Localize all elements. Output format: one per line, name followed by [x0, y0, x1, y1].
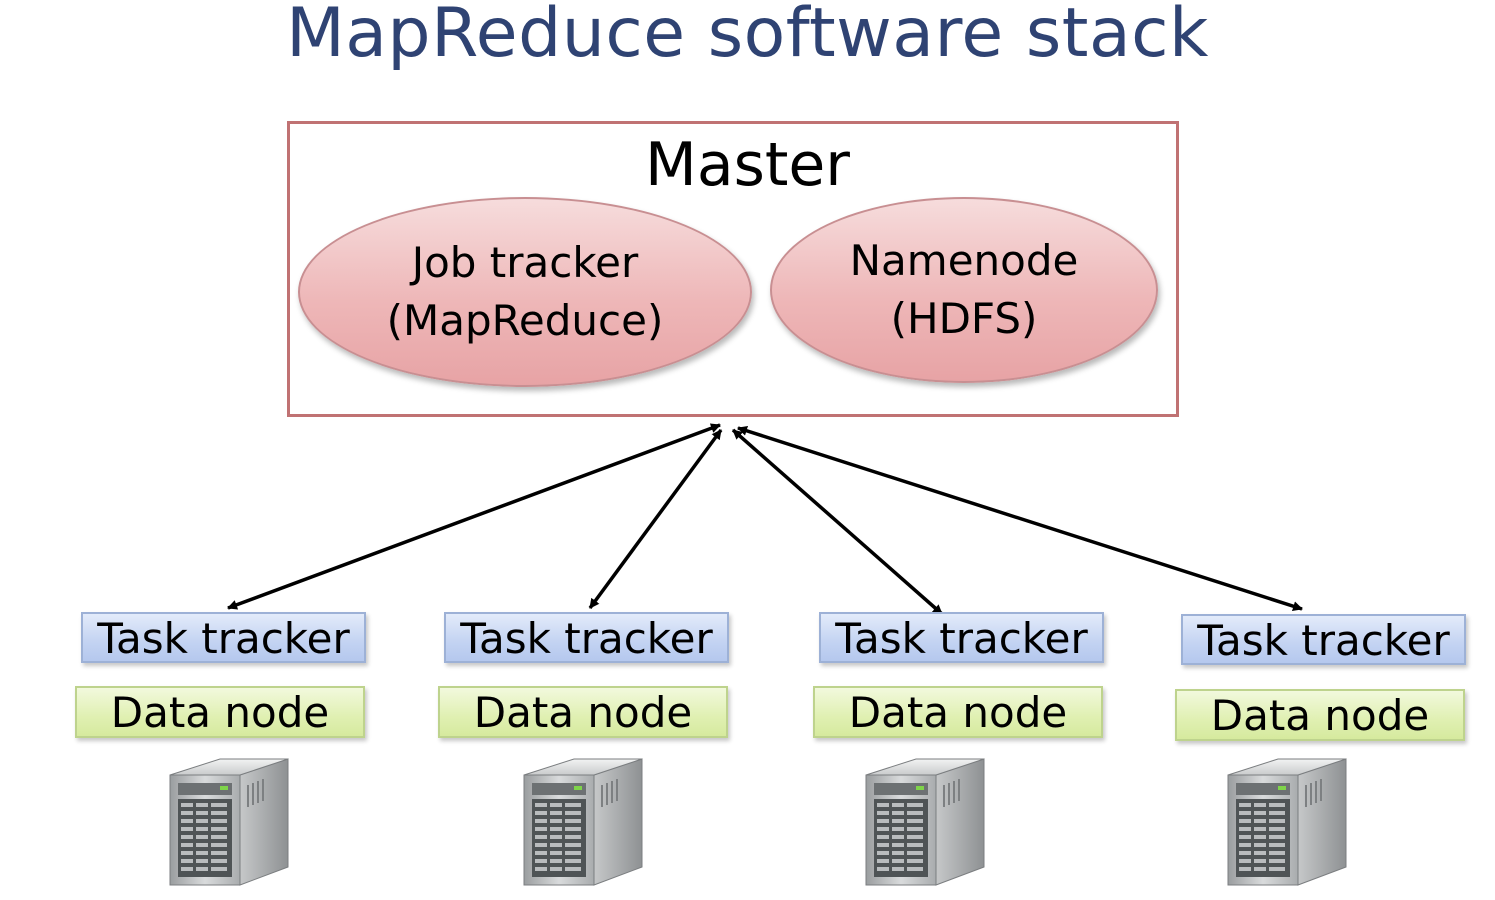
server-icon [865, 758, 985, 886]
server-icon [523, 758, 643, 886]
arrow-master-worker-3 [731, 428, 944, 616]
task-tracker-3: Task tracker [819, 612, 1104, 663]
server-icon [169, 758, 289, 886]
job-tracker-sublabel: (MapReduce) [386, 296, 664, 345]
master-label: Master [645, 130, 850, 200]
data-node-3: Data node [813, 686, 1103, 738]
page-title: MapReduce software stack [286, 0, 1209, 73]
data-node-4: Data node [1175, 689, 1465, 741]
arrow-master-worker-2 [588, 428, 723, 610]
namenode-node: Namenode (HDFS) [770, 197, 1158, 383]
arrow-master-worker-4 [737, 425, 1303, 612]
task-tracker-1: Task tracker [81, 612, 366, 663]
job-tracker-node: Job tracker (MapReduce) [298, 197, 752, 387]
data-node-1: Data node [75, 686, 365, 738]
job-tracker-label: Job tracker [411, 238, 639, 287]
namenode-sublabel: (HDFS) [890, 294, 1038, 343]
arrow-master-worker-1 [227, 423, 721, 610]
data-node-2: Data node [438, 686, 728, 738]
task-tracker-4: Task tracker [1181, 614, 1466, 665]
namenode-label: Namenode [849, 236, 1079, 285]
server-icon [1227, 758, 1347, 886]
task-tracker-2: Task tracker [444, 612, 729, 663]
